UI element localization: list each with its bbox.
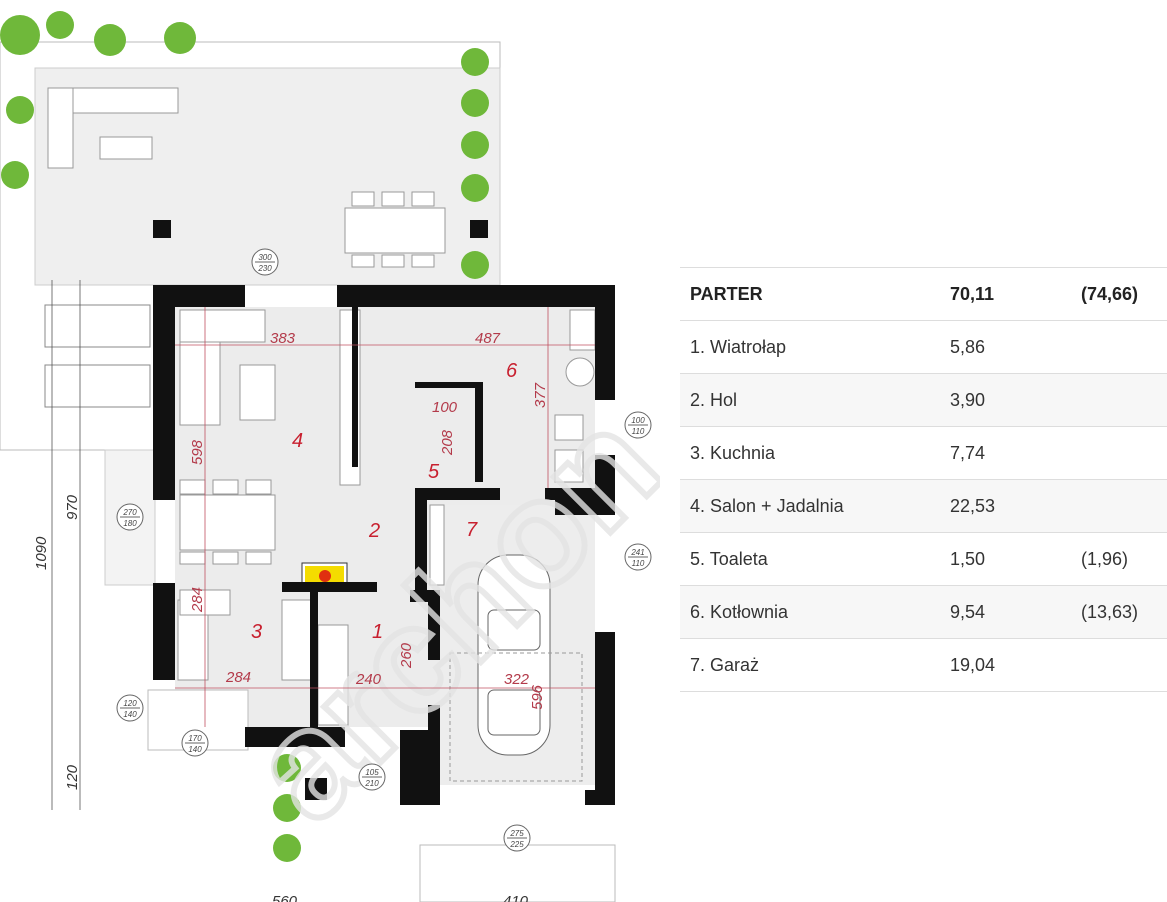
dimension-label: 284 (225, 669, 251, 686)
dimension-label: 383 (270, 330, 296, 347)
outdoor-dining-table (344, 191, 446, 268)
room-name: 2. Hol (690, 389, 738, 410)
room-number: 6 (506, 360, 518, 382)
outer-dimension-lines (51, 280, 81, 810)
area-table: PARTER 70,11 (74,66) 1. Wiatrołap 5,86 2. … (680, 267, 1167, 692)
room-gross: (13,63) (1081, 601, 1139, 622)
dimension-label: 377 (532, 382, 549, 408)
room-net: 19,04 (950, 654, 996, 675)
net-area: 70,11 (950, 283, 995, 304)
room-net: 1,50 (950, 548, 986, 569)
entrance-post (305, 778, 327, 800)
opening-size: 210 (364, 779, 379, 788)
table-header-row: PARTER 70,11 (74,66) (680, 268, 1167, 321)
room-name: 1. Wiatrołap (690, 336, 787, 357)
living-furniture (177, 309, 596, 726)
room-gross: (1,96) (1081, 548, 1129, 569)
table-row: 7. Garaż 19,04 (680, 639, 1167, 692)
floor-name: PARTER (690, 283, 763, 304)
terrace-post (153, 220, 171, 238)
dimension-label: 120 (64, 764, 81, 790)
room-net: 5,86 (950, 336, 986, 357)
car-icon (477, 554, 551, 756)
opening-size: 110 (632, 559, 645, 568)
dimension-lines (175, 307, 595, 727)
dimension-label: 1090 (33, 536, 50, 570)
opening-size: 270 (122, 508, 137, 517)
walls (153, 285, 615, 805)
dimension-label: 100 (432, 399, 458, 416)
dimension-label: 322 (504, 671, 530, 688)
opening-size: 100 (631, 416, 645, 425)
room-name: 7. Garaż (690, 654, 760, 675)
table-row: 5. Toaleta 1,50 (1,96) (680, 533, 1167, 586)
sun-loungers (44, 304, 151, 408)
room-number: 3 (251, 621, 262, 643)
opening-size: 275 (509, 829, 524, 838)
opening-size: 170 (188, 734, 202, 743)
dimension-label: 410 (503, 893, 529, 902)
opening-size: 300 (258, 253, 272, 262)
plant-icons (0, 11, 489, 862)
room-name: 6. Kotłownia (690, 601, 789, 622)
opening-size: 180 (123, 519, 137, 528)
table-row: 4. Salon + Jadalnia 22,53 (680, 480, 1167, 533)
parking-area (449, 652, 583, 782)
lounge-sofa (47, 87, 179, 169)
dimension-label: 598 (189, 439, 206, 465)
dimension-label: 560 (272, 893, 298, 902)
table-row: 3. Kuchnia 7,74 (680, 427, 1167, 480)
room-number: 4 (292, 430, 303, 452)
room-net: 9,54 (950, 601, 986, 622)
dimension-label: 284 (189, 587, 206, 613)
room-net: 3,90 (950, 389, 986, 410)
opening-size: 140 (188, 745, 202, 754)
room-number: 1 (372, 621, 383, 643)
table-row: 1. Wiatrołap 5,86 (680, 321, 1167, 374)
terrace-post (470, 220, 488, 238)
opening-markers: 3002302701801201401701401052102752251001… (116, 248, 652, 852)
opening-size: 120 (123, 699, 137, 708)
room-name: 5. Toaleta (690, 548, 768, 569)
table-row: 2. Hol 3,90 (680, 374, 1167, 427)
room-number: 5 (428, 461, 440, 483)
opening-size: 105 (365, 768, 379, 777)
room-number: 7 (466, 519, 478, 541)
room-name: 4. Salon + Jadalnia (690, 495, 844, 516)
opening-size: 110 (632, 427, 645, 436)
opening-size: 241 (630, 548, 644, 557)
room-name: 3. Kuchnia (690, 442, 776, 463)
opening-size: 225 (509, 840, 524, 849)
dimension-label: 487 (475, 330, 501, 347)
dimension-label: 208 (439, 429, 456, 456)
dimension-label: 596 (529, 684, 546, 710)
floor-plan: archon 4 2 1 3 5 6 7 383 487 598 377 208… (0, 11, 660, 902)
room-number: 2 (368, 520, 380, 542)
opening-size: 230 (257, 264, 272, 273)
dimension-label: 970 (64, 494, 81, 520)
dimension-label: 240 (355, 671, 382, 688)
table-row: 6. Kotłownia 9,54 (13,63) (680, 586, 1167, 639)
dimension-label: 260 (398, 642, 415, 669)
gross-area: (74,66) (1081, 283, 1139, 304)
driveway (419, 844, 616, 902)
opening-size: 140 (123, 710, 137, 719)
room-net: 22,53 (950, 495, 996, 516)
room-net: 7,74 (950, 442, 986, 463)
